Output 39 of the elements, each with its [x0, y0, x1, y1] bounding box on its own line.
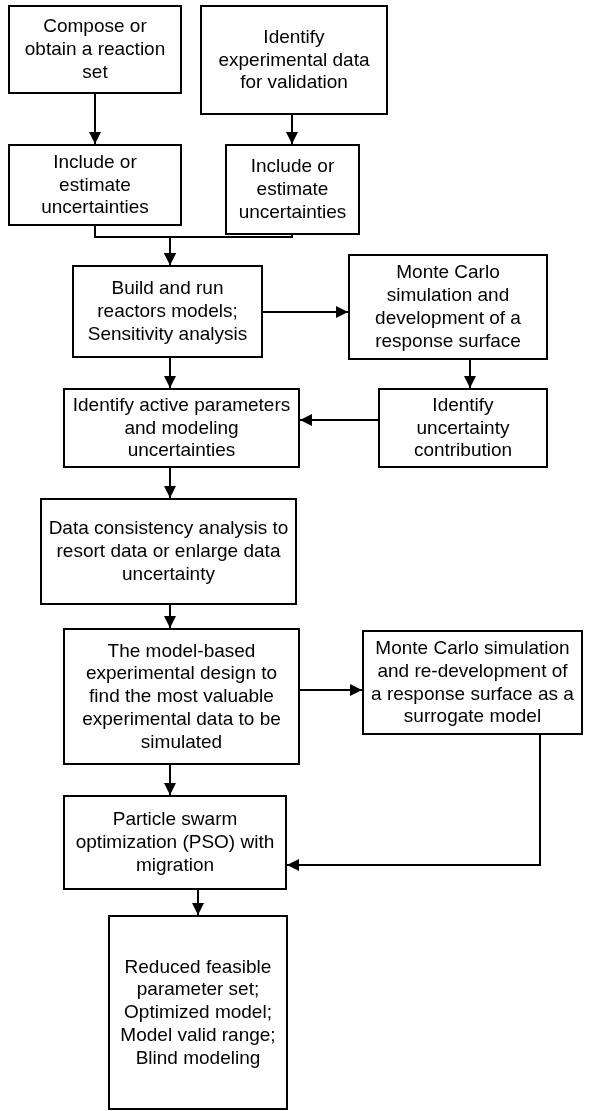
- arrow: [164, 357, 176, 389]
- step-text: Identify active parameters and modeling uncertainties: [71, 393, 292, 463]
- arrow: [262, 306, 349, 318]
- process-box: [72, 265, 263, 358]
- arrow: [89, 93, 101, 145]
- step-text: Data consistency analysis to resort data or enlarge data uncertainty: [48, 517, 289, 586]
- arrow: [164, 604, 176, 629]
- arrow: [164, 234, 293, 266]
- step-text: Compose or obtain a reaction set: [23, 15, 167, 84]
- process-box: [40, 498, 297, 605]
- arrow: [299, 684, 363, 696]
- arrow: [286, 734, 541, 871]
- process-box: [63, 628, 300, 765]
- arrow: [286, 114, 298, 145]
- step-text: Particle swarm optimization (PSO) with migration: [74, 808, 276, 877]
- step-text: Build and run reactors models; Sensitivity analysis: [86, 277, 249, 346]
- step-text: Identify uncertainty contribution: [412, 393, 514, 463]
- process-box: [63, 795, 287, 890]
- process-box: [362, 630, 583, 735]
- process-box: [63, 388, 300, 468]
- process-box: [108, 915, 288, 1110]
- process-box: [348, 254, 548, 360]
- process-box: [378, 388, 548, 468]
- arrow: [299, 414, 379, 426]
- arrow: [164, 764, 176, 796]
- step-text: Monte Carlo simulation and development of a response surface: [374, 261, 522, 353]
- process-box: [200, 5, 388, 115]
- arrow: [464, 359, 476, 389]
- step-text: The model-based experimental design to find the most valuable experimental data to be simulated: [81, 639, 282, 754]
- arrow: [164, 467, 176, 499]
- process-box: [225, 144, 360, 235]
- arrow: [192, 889, 204, 916]
- process-box: [8, 144, 182, 226]
- step-text: Include or estimate uncertainties: [40, 150, 150, 220]
- step-text: Reduced feasible parameter set; Optimized model; Model valid range; Blind modeling: [119, 955, 277, 1070]
- step-text: Include or estimate uncertainties: [237, 155, 348, 224]
- step-text: Monte Carlo simulation and re-development of a response surface as a surrogate model: [370, 636, 575, 729]
- step-text: Identify experimental data for validation: [217, 25, 371, 95]
- process-box: [8, 5, 182, 94]
